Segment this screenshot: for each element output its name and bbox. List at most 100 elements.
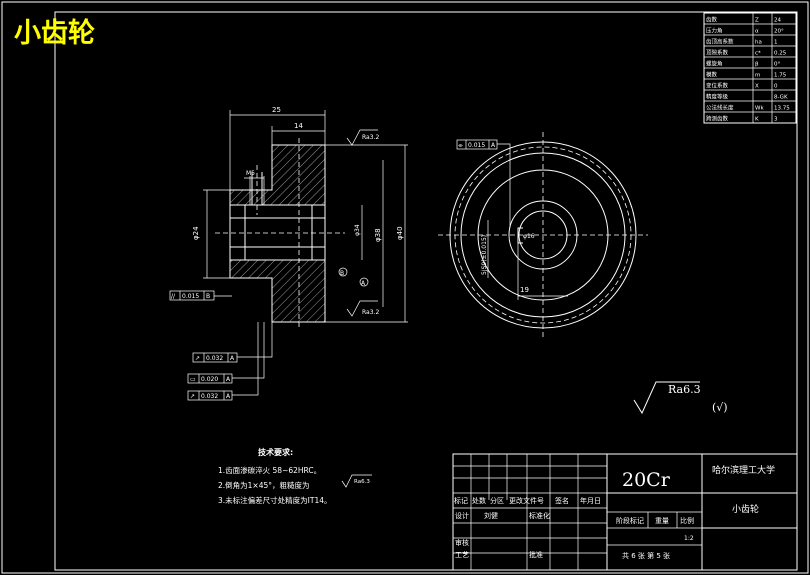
svg-text:批准: 批准 — [529, 550, 543, 559]
svg-text:Ra6.3: Ra6.3 — [668, 383, 701, 396]
svg-text:A: A — [491, 142, 496, 149]
param-cell: 螺旋角 — [706, 60, 723, 68]
tech-heading: 技术要求: — [258, 447, 293, 457]
svg-text:设计: 设计 — [455, 511, 469, 520]
dim-d24: φ24 — [192, 226, 200, 240]
section-lower — [229, 259, 326, 323]
param-cell: 0° — [774, 62, 780, 68]
svg-text:↗: ↗ — [190, 393, 195, 400]
param-cell: 齿顶高系数 — [706, 38, 734, 46]
param-cell: 变位系数 — [706, 82, 729, 90]
param-cell: 8-GK — [774, 95, 788, 101]
param-cell: 3 — [774, 117, 778, 123]
tech-item-1: 1.齿面渗碳淬火 58~62HRC。 — [218, 465, 321, 475]
svg-text:B: B — [206, 293, 210, 300]
param-cell: 顶隙系数 — [706, 49, 729, 57]
svg-text:共 6 张 第 5 张: 共 6 张 第 5 张 — [622, 551, 670, 560]
svg-text:标记: 标记 — [454, 496, 468, 505]
svg-text:标准化: 标准化 — [529, 511, 550, 520]
svg-text:0.032: 0.032 — [201, 393, 218, 400]
svg-text:Ra6.3: Ra6.3 — [354, 479, 370, 485]
svg-text:重量: 重量 — [655, 517, 669, 525]
dim-d16: φ16 — [523, 233, 535, 240]
dim-14: 14 — [294, 122, 303, 130]
svg-text:0.015: 0.015 — [182, 293, 199, 300]
svg-text:更改文件号: 更改文件号 — [509, 496, 544, 505]
front-view: 5JS9(±0.015) 19 φ16 ⌯ 0.015 A — [438, 132, 648, 338]
param-cell: m — [755, 73, 760, 79]
tolerance-runout2: ↗ 0.032 A — [187, 322, 259, 401]
roughness-bottom: Ra3.2 — [362, 309, 379, 316]
param-cell: X — [755, 84, 759, 90]
dim-keyway-width: 5JS9(±0.015) — [481, 235, 488, 275]
param-cell: 0 — [774, 84, 778, 90]
svg-text:⌯: ⌯ — [458, 142, 463, 149]
dim-19: 19 — [520, 286, 529, 294]
param-cell: 24 — [774, 18, 781, 24]
param-cell: 公法线长度 — [706, 104, 734, 112]
tolerance-runout-left: // 0.015 B — [169, 290, 232, 301]
param-cell: K — [755, 117, 759, 123]
tech-item-2: 2.倒角为1×45°，粗糙度为 — [218, 480, 310, 490]
svg-text:比例: 比例 — [680, 516, 694, 525]
roughness-top: Ra3.2 — [362, 134, 379, 141]
svg-text:阶段标记: 阶段标记 — [616, 516, 644, 525]
title-block: 标记 处数 分区 更改文件号 签名 年月日 设计 刘健 标准化 审核 工艺 批准… — [452, 453, 798, 571]
svg-text:处数: 处数 — [472, 496, 486, 505]
param-cell: 13.75 — [774, 106, 790, 112]
tolerance-flatness: ▭ 0.020 A — [187, 322, 265, 384]
param-cell: α — [755, 29, 759, 35]
param-cell: β — [755, 62, 759, 68]
datum-a: A — [361, 280, 366, 287]
param-cell: Wk — [755, 106, 764, 112]
svg-text:(√): (√) — [712, 401, 728, 414]
inner-border — [54, 11, 798, 571]
material: 20Cr — [622, 469, 671, 491]
section-dimensions: 25 14 M5 φ24 φ40 φ38 φ34 Ra3.2 Ra3.2 B A — [192, 106, 408, 323]
svg-text:审核: 审核 — [455, 538, 469, 547]
svg-text:工艺: 工艺 — [455, 551, 469, 559]
dim-25: 25 — [272, 106, 281, 114]
dim-d38: φ38 — [374, 228, 382, 242]
param-cell: 1.75 — [774, 73, 787, 79]
param-cell: 0.25 — [774, 51, 787, 57]
param-cell: Z — [755, 18, 759, 24]
svg-text:▭: ▭ — [190, 376, 196, 383]
dim-m5: M5 — [246, 170, 255, 177]
tech-requirements: 技术要求: 1.齿面渗碳淬火 58~62HRC。 2.倒角为1×45°，粗糙度为… — [218, 447, 372, 505]
svg-text:0.032: 0.032 — [206, 355, 223, 362]
svg-text:0.020: 0.020 — [201, 376, 218, 383]
datum-b: B — [340, 270, 344, 277]
param-cell: 齿数 — [706, 16, 718, 24]
tolerance-runout1: ↗ 0.032 A — [192, 322, 273, 363]
param-cell: c* — [755, 51, 761, 57]
section-upper — [229, 144, 326, 206]
dim-d40: φ40 — [396, 226, 404, 240]
general-roughness: Ra6.3 (√) — [633, 381, 728, 415]
svg-text:A: A — [226, 376, 231, 383]
svg-text://: // — [171, 293, 176, 300]
svg-text:刘健: 刘健 — [484, 511, 498, 520]
param-cell: 20° — [774, 29, 784, 35]
param-cell: 模数 — [706, 71, 718, 79]
tech-item-3: 3.未标注偏差尺寸处精度为IT14。 — [218, 495, 332, 505]
param-cell: 跨测齿数 — [706, 115, 729, 123]
part-name: 小齿轮 — [732, 503, 759, 515]
school: 哈尔滨理工大学 — [712, 464, 775, 476]
drawing-title: 小齿轮 — [14, 18, 95, 49]
svg-text:0.015: 0.015 — [468, 142, 485, 149]
svg-text:A: A — [230, 355, 235, 362]
svg-text:A: A — [226, 393, 231, 400]
svg-text:↗: ↗ — [195, 355, 200, 362]
param-cell: 1 — [774, 40, 778, 46]
section-view — [215, 138, 345, 330]
svg-text:签名: 签名 — [555, 496, 569, 505]
dim-d34: φ34 — [354, 224, 361, 236]
svg-text:分区: 分区 — [490, 496, 504, 505]
svg-text:年月日: 年月日 — [580, 496, 601, 505]
svg-text:1:2: 1:2 — [684, 535, 694, 542]
param-cell: ha — [755, 40, 762, 46]
